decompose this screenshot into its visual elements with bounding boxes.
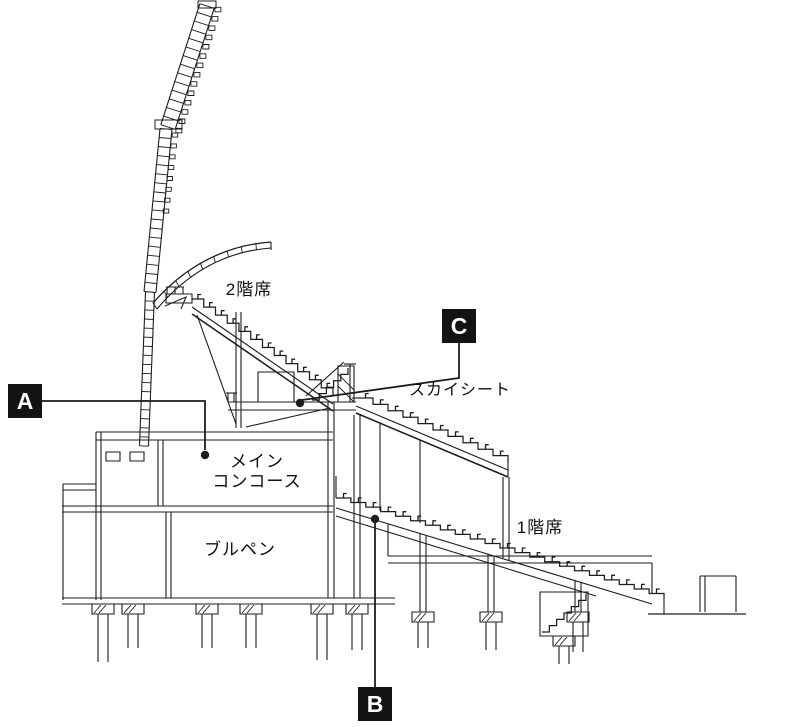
marker-b: B xyxy=(358,687,392,721)
sky-seat-seating xyxy=(352,392,510,560)
concourse-deck xyxy=(226,361,356,411)
second-tier-seating xyxy=(165,286,334,428)
label-main-concourse-line2: コンコース xyxy=(212,472,302,491)
label-main-concourse-line1: メイン xyxy=(230,452,284,471)
first-tier-seating xyxy=(335,476,746,615)
marker-a: A xyxy=(8,384,42,418)
label-sky-seat: スカイシート xyxy=(408,382,511,399)
floodlight-tower xyxy=(138,0,222,447)
leader-lines xyxy=(42,343,460,687)
foundations xyxy=(91,603,590,664)
curved-roof xyxy=(152,241,272,310)
structure xyxy=(62,402,653,637)
marker-a-letter: A xyxy=(16,387,34,414)
label-second-tier: 2階席 xyxy=(225,280,273,299)
label-main-concourse: メイン コンコース xyxy=(212,452,302,492)
marker-b-letter: B xyxy=(366,690,384,717)
marker-c-letter: C xyxy=(450,312,468,339)
label-first-tier: 1階席 xyxy=(516,518,564,537)
label-bullpen: ブルペン xyxy=(204,540,276,559)
marker-c: C xyxy=(442,309,476,343)
